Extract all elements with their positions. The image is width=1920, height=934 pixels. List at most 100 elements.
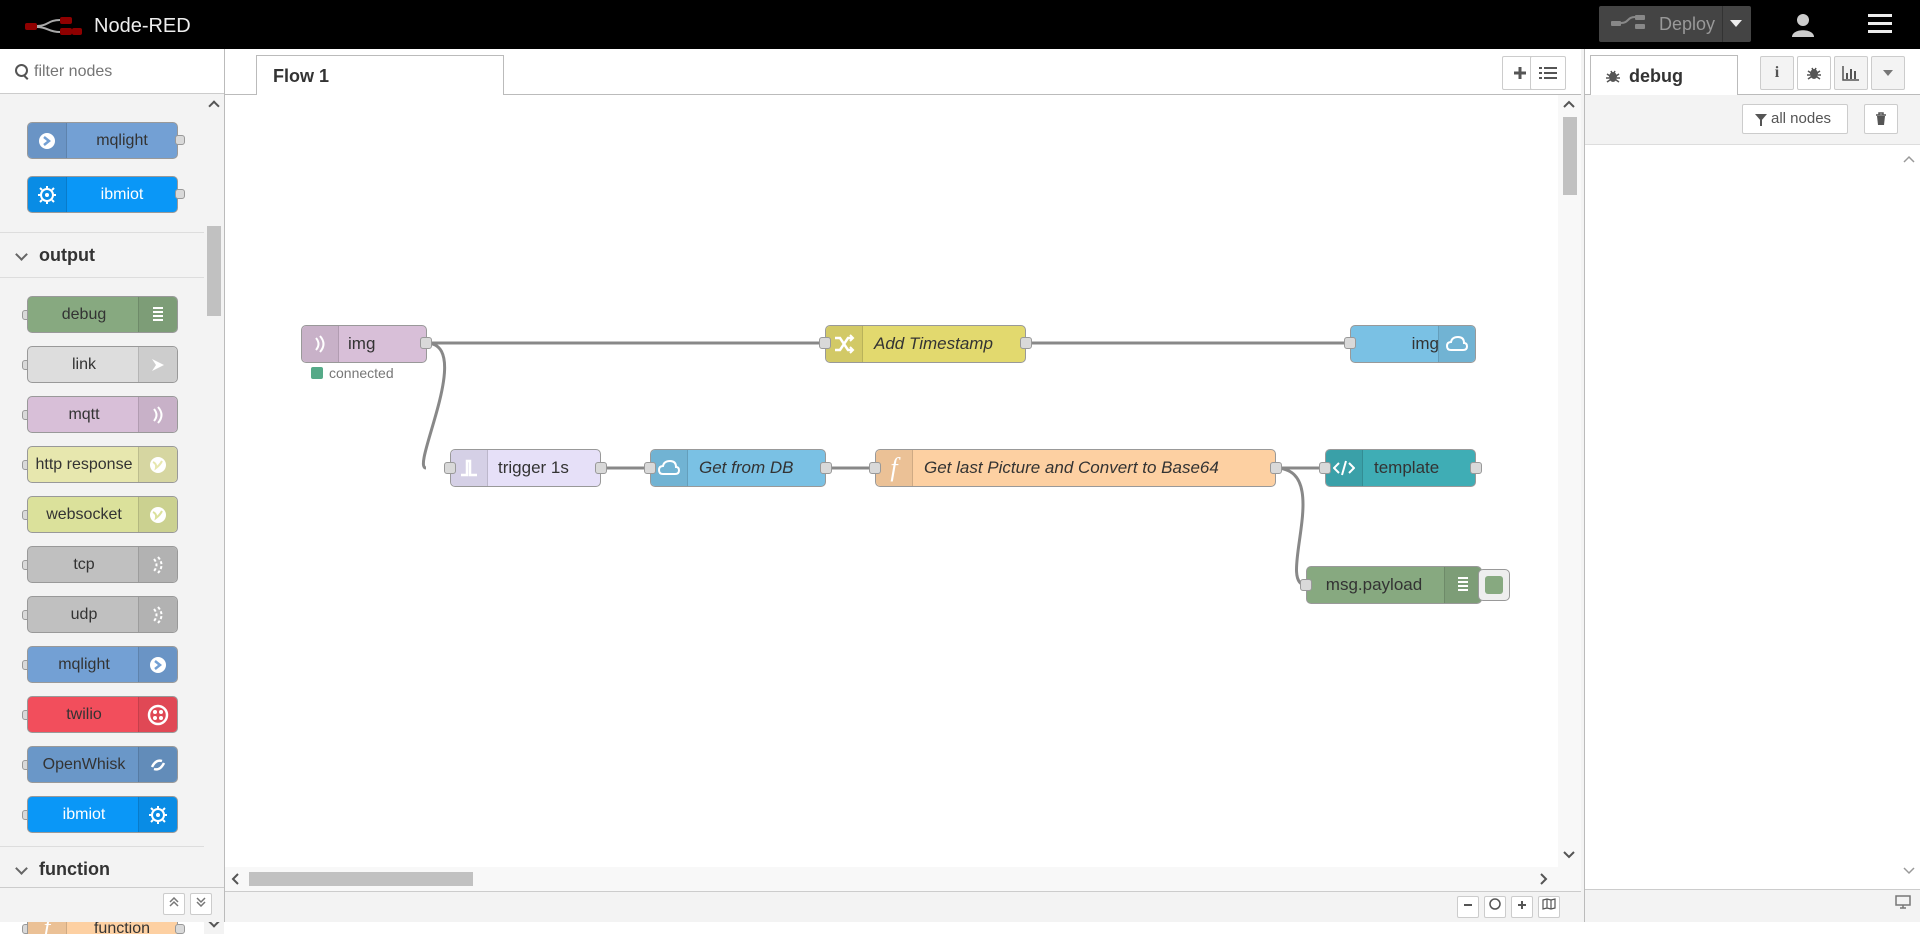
list-icon bbox=[138, 297, 177, 332]
palette-node-label: tcp bbox=[73, 556, 95, 573]
workspace-vertical-scrollbar[interactable] bbox=[1558, 95, 1581, 891]
palette-node-label: websocket bbox=[46, 506, 122, 523]
expand-all-button[interactable] bbox=[190, 893, 212, 915]
node-img-cloudant-out[interactable]: img bbox=[1350, 325, 1476, 363]
scroll-thumb[interactable] bbox=[1563, 117, 1577, 195]
dashboard-tab-button[interactable] bbox=[1834, 56, 1868, 90]
debug-tab-button[interactable] bbox=[1797, 56, 1831, 90]
hamburger-icon-bar bbox=[1868, 22, 1892, 25]
palette-node-label: link bbox=[71, 356, 96, 373]
palette-category-function[interactable]: function bbox=[0, 846, 204, 892]
palette-footer bbox=[0, 887, 224, 922]
chevron-down-icon[interactable] bbox=[1563, 851, 1575, 859]
node-trigger[interactable]: trigger 1s bbox=[450, 449, 601, 487]
output-port[interactable] bbox=[1470, 462, 1482, 474]
sidebar-separator[interactable] bbox=[1581, 49, 1584, 922]
input-port[interactable] bbox=[1344, 337, 1356, 349]
chevron-up-icon[interactable] bbox=[1903, 155, 1915, 163]
filter-label: all nodes bbox=[1771, 110, 1832, 127]
deploy-button[interactable]: Deploy bbox=[1599, 6, 1751, 42]
palette-node-ibmiot-out[interactable]: ibmiot bbox=[27, 796, 178, 833]
tab-label: debug bbox=[1629, 66, 1683, 86]
chevron-left-icon[interactable] bbox=[231, 873, 239, 885]
palette-node-mqtt[interactable]: mqtt bbox=[27, 396, 178, 433]
deploy-separator bbox=[1722, 6, 1723, 42]
user-menu-button[interactable] bbox=[1790, 12, 1816, 38]
output-port[interactable] bbox=[420, 337, 432, 349]
workspace-horizontal-scrollbar[interactable] bbox=[225, 867, 1558, 891]
palette-scrollbar[interactable] bbox=[204, 94, 224, 934]
function-icon: f bbox=[876, 450, 913, 486]
flow-canvas[interactable]: img connected Add Timestamp img trig bbox=[225, 95, 1558, 891]
info-tab-button[interactable]: i bbox=[1760, 56, 1794, 90]
input-port[interactable] bbox=[644, 462, 656, 474]
deploy-menu-caret-icon[interactable] bbox=[1730, 20, 1742, 27]
cloud-icon bbox=[1438, 326, 1475, 362]
node-template[interactable]: template bbox=[1325, 449, 1476, 487]
zoom-reset-button[interactable] bbox=[1484, 896, 1506, 918]
double-chevron-down-icon bbox=[196, 897, 206, 908]
palette-node-label: ibmiot bbox=[62, 806, 106, 823]
popout-button[interactable] bbox=[1892, 895, 1914, 917]
palette-node-twilio[interactable]: twilio bbox=[27, 696, 178, 733]
palette-node-udp[interactable]: udp bbox=[27, 596, 178, 633]
list-flows-button[interactable] bbox=[1530, 56, 1566, 90]
shuffle-icon bbox=[826, 326, 863, 362]
output-port[interactable] bbox=[1270, 462, 1282, 474]
input-port[interactable] bbox=[869, 462, 881, 474]
palette-node-tcp[interactable]: tcp bbox=[27, 546, 178, 583]
header: Node-RED Deploy bbox=[0, 0, 1920, 49]
palette-node-ibmiot-in[interactable]: ibmiot bbox=[27, 176, 178, 213]
input-port[interactable] bbox=[1300, 579, 1312, 591]
tab-flow-1[interactable]: Flow 1 bbox=[256, 55, 504, 96]
tab-debug[interactable]: debug bbox=[1590, 55, 1738, 96]
chevron-down-icon[interactable] bbox=[1903, 867, 1915, 875]
debug-toggle-button[interactable] bbox=[1478, 569, 1510, 601]
chevron-up-icon[interactable] bbox=[1563, 100, 1575, 108]
palette-node-debug[interactable]: debug bbox=[27, 296, 178, 333]
wire bbox=[421, 341, 447, 470]
node-add-timestamp[interactable]: Add Timestamp bbox=[825, 325, 1026, 363]
logo: Node-RED bbox=[24, 14, 191, 38]
palette-node-mqlight-out[interactable]: mqlight bbox=[27, 646, 178, 683]
node-img-mqtt-in[interactable]: img bbox=[301, 325, 427, 363]
palette-node-websocket[interactable]: websocket bbox=[27, 496, 178, 533]
scroll-thumb[interactable] bbox=[249, 872, 473, 886]
workspace: Flow 1 img bbox=[225, 49, 1581, 922]
status-dot bbox=[311, 367, 323, 379]
input-port[interactable] bbox=[444, 462, 456, 474]
clear-debug-button[interactable] bbox=[1864, 104, 1898, 134]
node-red-logo-icon bbox=[25, 17, 82, 35]
filter-nodes-input[interactable] bbox=[32, 59, 216, 85]
zoom-in-button[interactable] bbox=[1511, 896, 1533, 918]
scroll-thumb[interactable] bbox=[207, 226, 221, 316]
palette-node-http-response[interactable]: http response bbox=[27, 446, 178, 483]
chip-icon bbox=[28, 177, 67, 212]
palette-node-link[interactable]: link bbox=[27, 346, 178, 383]
sidebar-scrollbar[interactable] bbox=[1898, 145, 1920, 885]
wires bbox=[421, 341, 1350, 587]
minus-icon bbox=[1464, 904, 1472, 906]
palette-node-mqlight-in[interactable]: mqlight bbox=[27, 122, 178, 159]
palette-category-output[interactable]: output bbox=[0, 232, 204, 278]
output-port[interactable] bbox=[1020, 337, 1032, 349]
node-get-last-picture[interactable]: f Get last Picture and Convert to Base64 bbox=[875, 449, 1276, 487]
output-port[interactable] bbox=[820, 462, 832, 474]
output-port[interactable] bbox=[595, 462, 607, 474]
zoom-out-button[interactable] bbox=[1457, 896, 1479, 918]
scroll-up-icon[interactable] bbox=[208, 100, 220, 112]
palette-node-openwhisk[interactable]: OpenWhisk bbox=[27, 746, 178, 783]
collapse-all-button[interactable] bbox=[163, 893, 185, 915]
debug-filter-button[interactable]: all nodes bbox=[1742, 104, 1848, 134]
navigator-button[interactable] bbox=[1538, 896, 1560, 918]
input-port[interactable] bbox=[819, 337, 831, 349]
node-get-from-db[interactable]: Get from DB bbox=[650, 449, 826, 487]
input-port[interactable] bbox=[1319, 462, 1331, 474]
main-menu-button[interactable] bbox=[1868, 14, 1892, 36]
palette-node-label: ibmiot bbox=[100, 186, 144, 203]
node-msg-payload-debug[interactable]: msg.payload bbox=[1306, 566, 1482, 604]
chevron-right-icon[interactable] bbox=[1540, 873, 1548, 885]
hamburger-icon-bar bbox=[1868, 30, 1892, 33]
sidebar-tabs-menu-button[interactable] bbox=[1871, 56, 1905, 90]
debug-message-list bbox=[1585, 145, 1920, 875]
